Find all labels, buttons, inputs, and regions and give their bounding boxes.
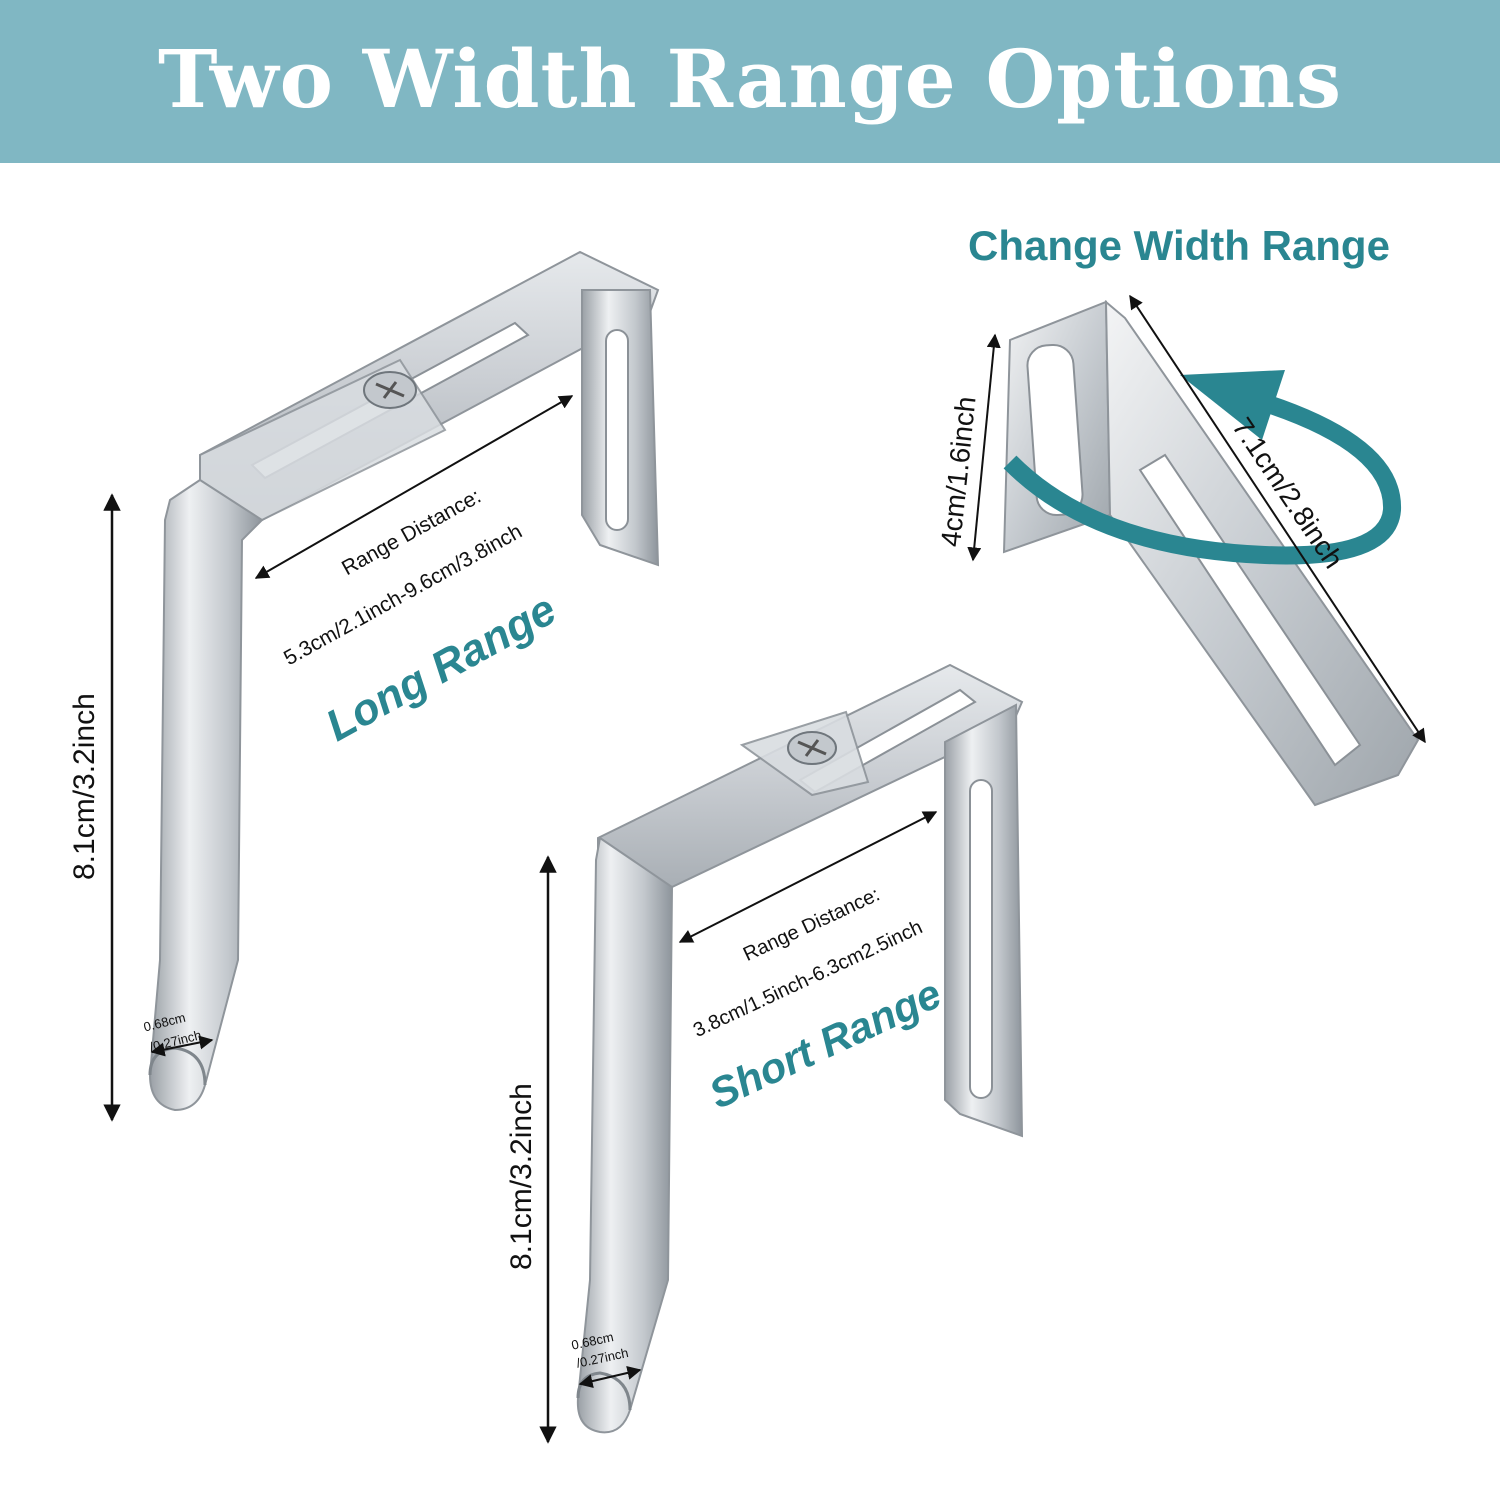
short-hook-arrow (578, 1366, 642, 1388)
change-width-title: Change Width Range (968, 222, 1390, 269)
long-height-label: 8.1cm/3.2inch (68, 693, 101, 880)
long-hook-arrow (150, 1035, 214, 1057)
page-title: Two Width Range Options (157, 31, 1343, 126)
screw-icon (363, 371, 417, 409)
angle-height-arrow (967, 333, 1001, 562)
short-height-label: 8.1cm/3.2inch (505, 1083, 538, 1270)
long-range-arrow (254, 395, 574, 579)
angle-length-arrow (1129, 294, 1426, 744)
header-banner: Two Width Range Options (0, 0, 1500, 163)
screw-icon (787, 731, 837, 765)
short-range-arrow (678, 811, 938, 943)
